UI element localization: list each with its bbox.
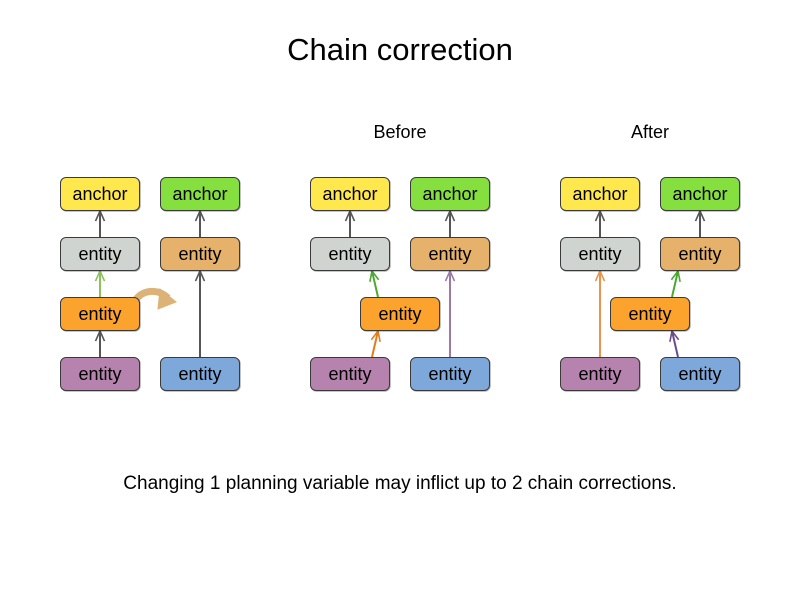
entity-node[interactable]: entity	[560, 237, 640, 271]
anchor-node[interactable]: anchor	[310, 177, 390, 211]
node-label: anchor	[572, 183, 628, 204]
node-label: entity	[628, 303, 672, 324]
chain-arrow	[670, 269, 681, 298]
entity-node[interactable]: entity	[310, 357, 390, 391]
node-label: entity	[328, 243, 372, 264]
node-label: anchor	[322, 183, 378, 204]
node-label: anchor	[72, 183, 128, 204]
node-label: entity	[178, 243, 222, 264]
node-label: entity	[578, 363, 622, 384]
chain-arrow	[194, 269, 206, 357]
node-label: entity	[78, 243, 122, 264]
node-label: entity	[428, 363, 472, 384]
entity-node[interactable]: entity	[60, 357, 140, 391]
chain-arrow	[444, 269, 456, 357]
node-label: entity	[678, 363, 722, 384]
node-label: entity	[378, 303, 422, 324]
chain-arrow	[194, 209, 206, 237]
node-label: entity	[578, 243, 622, 264]
node-label: entity	[328, 363, 372, 384]
entity-node[interactable]: entity	[360, 297, 440, 331]
chain-arrow	[370, 329, 381, 358]
node-label: anchor	[422, 183, 478, 204]
chain-arrow	[694, 209, 706, 237]
stage-label-before: Before	[373, 122, 427, 142]
entity-node[interactable]: entity	[60, 297, 140, 331]
entity-node[interactable]: entity	[610, 297, 690, 331]
chain-arrow	[94, 329, 106, 357]
entity-node[interactable]: entity	[660, 357, 740, 391]
anchor-node[interactable]: anchor	[410, 177, 490, 211]
entity-node[interactable]: entity	[660, 237, 740, 271]
chain-arrow	[444, 209, 456, 237]
anchor-node[interactable]: anchor	[60, 177, 140, 211]
chain-arrow	[369, 269, 380, 298]
chain-arrow	[344, 209, 356, 237]
page-title: Chain correction	[287, 32, 513, 67]
node-label: entity	[178, 363, 222, 384]
node-label: entity	[678, 243, 722, 264]
chain-arrow	[94, 269, 106, 297]
slide-caption: Changing 1 planning variable may inflict…	[123, 473, 677, 494]
entity-node[interactable]: entity	[160, 357, 240, 391]
stage-label-after: After	[630, 122, 669, 142]
node-label: entity	[78, 363, 122, 384]
chain-arrow	[594, 209, 606, 237]
entity-node[interactable]: entity	[560, 357, 640, 391]
entity-node[interactable]: entity	[410, 237, 490, 271]
anchor-node[interactable]: anchor	[660, 177, 740, 211]
entity-node[interactable]: entity	[410, 357, 490, 391]
chain-arrow	[669, 329, 680, 358]
anchor-node[interactable]: anchor	[160, 177, 240, 211]
node-label: anchor	[672, 183, 728, 204]
entity-node[interactable]: entity	[160, 237, 240, 271]
chain-arrow	[94, 209, 106, 237]
entity-node[interactable]: entity	[310, 237, 390, 271]
node-label: entity	[78, 303, 122, 324]
node-label: entity	[428, 243, 472, 264]
anchor-node[interactable]: anchor	[560, 177, 640, 211]
node-label: anchor	[172, 183, 228, 204]
entity-node[interactable]: entity	[60, 237, 140, 271]
chain-arrow	[594, 269, 606, 357]
